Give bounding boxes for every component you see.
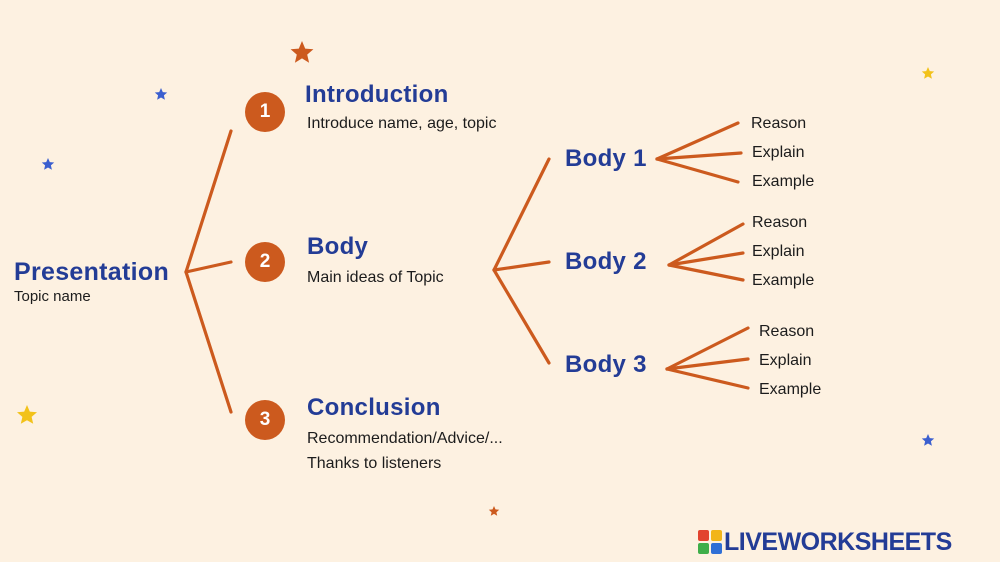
connector-body-body2 bbox=[492, 260, 551, 272]
section-number-badge: 2 bbox=[245, 242, 285, 282]
connector-body1-example bbox=[655, 157, 740, 184]
body-item-explain: Explain bbox=[752, 243, 805, 260]
body-item-reason: Reason bbox=[752, 214, 808, 231]
star-icon bbox=[921, 67, 935, 79]
root-title: Presentation bbox=[14, 258, 170, 286]
liveworksheets-brand: LIVEWORKSHEETS bbox=[698, 528, 952, 556]
star-icon bbox=[488, 506, 500, 516]
section-title-introduction: Introduction bbox=[305, 81, 449, 108]
brand-text: LIVEWORKSHEETS bbox=[724, 527, 952, 556]
connector-root-body bbox=[184, 260, 233, 274]
star-icon bbox=[41, 158, 55, 170]
connector-body-body3 bbox=[492, 268, 551, 365]
body-item-example: Example bbox=[752, 173, 815, 190]
connector-body2-explain bbox=[667, 251, 745, 267]
liveworksheets-logo-icon bbox=[698, 530, 722, 554]
section-number-badge: 1 bbox=[245, 92, 285, 132]
connector-root-conclusion bbox=[184, 270, 233, 414]
body-item-reason: Reason bbox=[759, 323, 815, 340]
connector-body-body1 bbox=[492, 157, 551, 272]
body-item-explain: Explain bbox=[759, 352, 812, 369]
connector-body1-explain bbox=[655, 151, 743, 161]
body-title-3: Body 3 bbox=[565, 351, 647, 378]
connector-body3-reason bbox=[665, 326, 750, 371]
body-item-explain: Explain bbox=[752, 144, 805, 161]
root-subtitle: Topic name bbox=[14, 288, 91, 305]
section-title-body: Body bbox=[307, 233, 369, 260]
star-icon bbox=[921, 434, 935, 446]
star-icon bbox=[290, 41, 314, 63]
connector-body1-reason bbox=[655, 121, 740, 161]
body-item-reason: Reason bbox=[751, 115, 807, 132]
body-title-2: Body 2 bbox=[565, 248, 647, 275]
star-icon bbox=[154, 88, 168, 100]
connector-root-intro bbox=[184, 129, 233, 274]
body-item-example: Example bbox=[759, 381, 822, 398]
section-desc: Recommendation/Advice/... bbox=[307, 430, 503, 447]
star-icon bbox=[17, 405, 37, 424]
body-title-1: Body 1 bbox=[565, 145, 647, 172]
connector-body2-reason bbox=[667, 222, 745, 267]
body-item-example: Example bbox=[752, 272, 815, 289]
connector-body3-example bbox=[665, 367, 750, 390]
section-desc: Introduce name, age, topic bbox=[307, 115, 497, 132]
section-desc: Thanks to listeners bbox=[307, 455, 442, 472]
section-title-conclusion: Conclusion bbox=[307, 394, 441, 421]
section-desc: Main ideas of Topic bbox=[307, 269, 444, 286]
connector-body3-explain bbox=[665, 357, 750, 371]
section-number-badge: 3 bbox=[245, 400, 285, 440]
connector-lines bbox=[184, 121, 750, 414]
connector-body2-example bbox=[667, 263, 745, 282]
